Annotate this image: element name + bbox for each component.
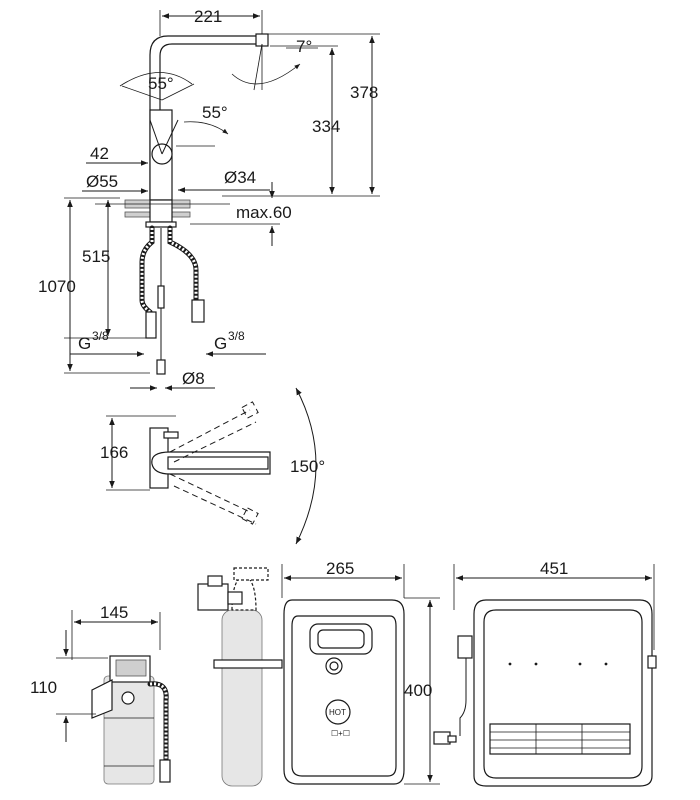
spout-angle-label: 7°: [296, 37, 312, 56]
tube-diameter-label: Ø8: [182, 369, 205, 388]
faucet-reach-label: 221: [194, 7, 222, 26]
faucet-front-view: 55° 55° 7° 221 378 334 42 Ø55 Ø34 max.60: [38, 7, 380, 391]
filter-unit: 145 110: [30, 603, 171, 785]
filter-width-label: 145: [100, 603, 128, 622]
swivel-angle-label: 150°: [290, 457, 325, 476]
boiler-height-label: 400: [404, 681, 432, 700]
swivel-top-view: 150° 166: [100, 387, 325, 545]
boiler-depth-label: 265: [326, 559, 354, 578]
total-hose-length-label: 1070: [38, 277, 76, 296]
handle-offset-label: 42: [90, 144, 109, 163]
thread-left-fraction: 3/8: [92, 329, 109, 343]
svg-text:☐+☐: ☐+☐: [331, 729, 350, 738]
boiler-display-text: HOT: [329, 708, 346, 717]
boiler-width-label: 451: [540, 559, 568, 578]
spout-height-label: 334: [312, 117, 340, 136]
base-diameter-label: Ø55: [86, 172, 118, 191]
handle-angle-upper-label: 55°: [148, 74, 174, 93]
total-height-label: 378: [350, 83, 378, 102]
thread-right-label: G: [214, 334, 227, 353]
thread-right-fraction: 3/8: [228, 329, 245, 343]
hole-diameter-label: Ø34: [224, 168, 256, 187]
thread-left-label: G: [78, 334, 91, 353]
deck-thickness-label: max.60: [236, 203, 292, 222]
hose-length-label: 515: [82, 247, 110, 266]
swivel-height-label: 166: [100, 443, 128, 462]
co2-and-boiler-side-view: HOT ☐+☐ 265 400: [197, 559, 440, 787]
boiler-front-view: 451: [433, 559, 657, 787]
filter-height-label: 110: [30, 678, 57, 697]
handle-angle-lower-label: 55°: [202, 103, 228, 122]
